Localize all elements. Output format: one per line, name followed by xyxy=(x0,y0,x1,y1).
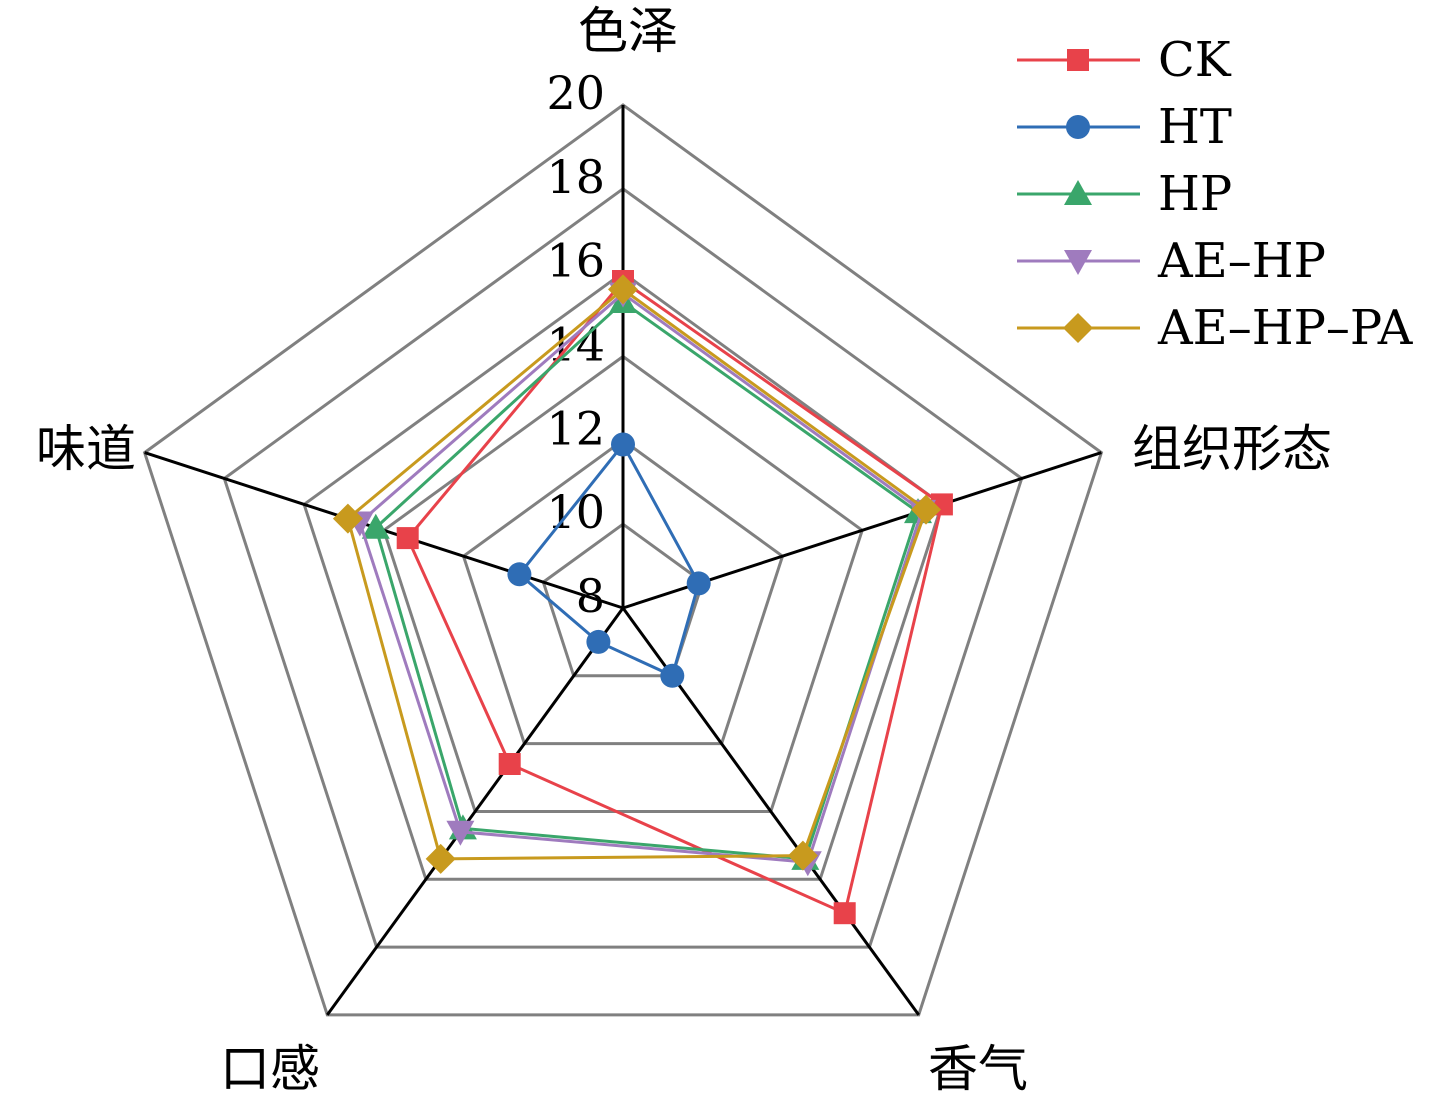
legend-item-4: AE–HP xyxy=(1017,233,1326,289)
series-line xyxy=(358,291,924,864)
series-2 xyxy=(507,432,711,688)
tick-label: 8 xyxy=(576,569,605,623)
axis-spoke-4 xyxy=(326,607,625,1016)
series-line xyxy=(405,278,944,916)
legend-item-2: HT xyxy=(1017,99,1232,155)
legend-label: CK xyxy=(1158,32,1232,88)
series-1 xyxy=(396,270,953,925)
data-point xyxy=(507,562,532,587)
data-point xyxy=(608,274,638,305)
legend-marker xyxy=(1064,180,1092,205)
series-line xyxy=(517,441,701,678)
data-point xyxy=(660,663,685,688)
axis-label-1: 色泽 xyxy=(578,2,678,60)
data-point xyxy=(833,902,856,925)
tick-label: 12 xyxy=(546,401,605,455)
data-point xyxy=(425,843,456,874)
data-point xyxy=(396,527,419,550)
axis-label-2: 组织形态 xyxy=(1132,420,1332,478)
data-point xyxy=(361,513,390,539)
data-point xyxy=(446,820,475,846)
legend-marker xyxy=(1067,49,1089,71)
legend-marker xyxy=(1064,250,1092,275)
series-line xyxy=(374,300,920,861)
axis-label-3: 香气 xyxy=(928,1040,1028,1093)
data-point xyxy=(787,840,818,871)
data-point xyxy=(911,494,941,525)
legend-label: HP xyxy=(1158,166,1232,222)
data-point xyxy=(498,753,521,775)
radar-series xyxy=(332,270,953,925)
grid-ring-18 xyxy=(222,186,1024,949)
legend-label: HT xyxy=(1158,99,1232,155)
legend-marker xyxy=(1066,115,1090,139)
axis-label-5: 味道 xyxy=(36,420,136,478)
tick-label: 20 xyxy=(546,66,605,120)
grid-ring-20 xyxy=(142,103,1104,1017)
data-point xyxy=(686,571,711,596)
grid-ring-14 xyxy=(382,354,864,813)
legend-item-3: HP xyxy=(1017,166,1232,222)
data-point xyxy=(611,432,635,457)
series-5 xyxy=(332,274,941,874)
legend-item-1: CK xyxy=(1017,32,1232,88)
legend-label: AE–HP–PA xyxy=(1157,300,1414,356)
tick-label: 18 xyxy=(546,150,605,204)
legend-label: AE–HP xyxy=(1157,233,1326,289)
legend-marker xyxy=(1063,313,1093,343)
data-point xyxy=(332,503,363,534)
legend-item-5: AE–HP–PA xyxy=(1017,300,1414,356)
grid-ring-10 xyxy=(541,522,705,678)
axis-label-4: 口感 xyxy=(220,1040,320,1093)
series-line xyxy=(346,287,928,861)
tick-label: 16 xyxy=(546,234,605,288)
legend: CK HT HP AE–HP AE–HP–PA xyxy=(1017,32,1414,356)
radar-spokes xyxy=(144,105,1102,1016)
grid-ring-12 xyxy=(461,438,785,746)
data-point xyxy=(586,629,611,654)
